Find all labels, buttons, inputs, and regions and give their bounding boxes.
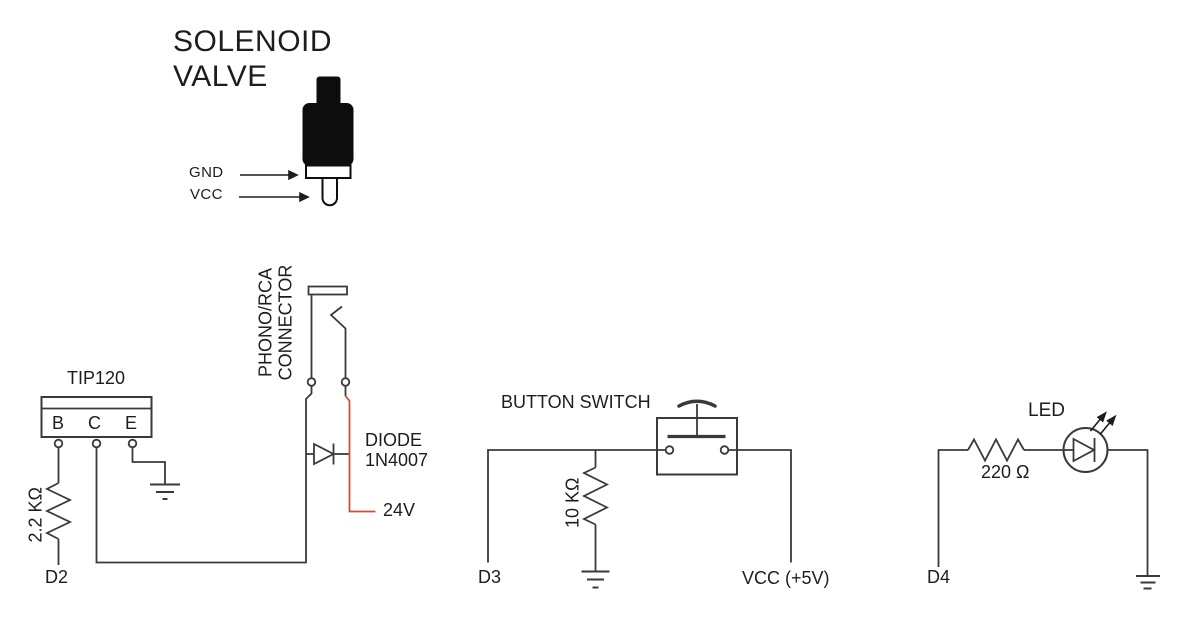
wire-emitter xyxy=(131,447,166,484)
gnd-arrow-icon xyxy=(288,169,299,181)
solenoid-title-line1: SOLENOID xyxy=(173,25,333,58)
switch-terminal-left xyxy=(664,445,675,455)
diode-label-line1: DIODE xyxy=(365,430,423,450)
wire-switch-to-vcc xyxy=(728,449,792,563)
gnd-terminal-label: GND xyxy=(189,164,224,181)
button-switch-symbol xyxy=(487,399,792,563)
rca-connector-label: PHONO/RCA CONNECTOR xyxy=(255,264,296,381)
wire-led-to-ground xyxy=(1107,449,1149,576)
tip120-part-label: TIP120 xyxy=(67,368,126,388)
diode-label-line2: 1N4007 xyxy=(365,449,429,470)
diode-triangle xyxy=(313,442,336,466)
ground-icon-led xyxy=(1136,575,1160,590)
emitter-branch xyxy=(131,447,180,500)
rca-terminal-right xyxy=(340,377,351,387)
switch-terminal-right xyxy=(719,445,730,455)
plug-body xyxy=(302,103,354,166)
pin-label-c: C xyxy=(88,413,101,433)
diode-1n4007-symbol xyxy=(306,442,350,466)
resistor-2k2-symbol xyxy=(44,482,73,540)
led-circuit-symbol xyxy=(937,411,1160,590)
pin-label-b: B xyxy=(52,413,65,433)
diode-part-label: DIODE 1N4007 xyxy=(365,430,429,470)
resistor-10k-label: 10 KΩ xyxy=(562,477,583,528)
rca-connector-symbol xyxy=(306,285,351,396)
net-label-24v: 24V xyxy=(383,500,416,520)
rca-terminal-left xyxy=(306,377,317,387)
resistor-10k-symbol xyxy=(581,466,610,526)
pulldown-branch xyxy=(581,450,610,589)
net-label-d4: D4 xyxy=(927,567,951,587)
resistor-220-symbol xyxy=(967,437,1025,463)
led-triangle xyxy=(1072,437,1096,463)
ground-icon-emitter xyxy=(150,483,180,500)
wire-collector-to-connector xyxy=(95,386,313,564)
plug-pointer-arrows xyxy=(239,169,310,203)
led-title: LED xyxy=(1028,400,1065,421)
base-branch xyxy=(44,447,73,565)
solenoid-plug-icon xyxy=(302,76,354,207)
net-label-vcc5v: VCC (+5V) xyxy=(742,568,830,588)
rca-label-line1: PHONO/RCA xyxy=(255,268,276,378)
resistor-2k2-label: 2.2 KΩ xyxy=(25,486,46,543)
net-label-d3: D3 xyxy=(478,567,502,587)
led-light-arrows-icon xyxy=(1089,411,1117,436)
ground-icon-pulldown xyxy=(581,570,610,589)
vcc-arrow-icon xyxy=(299,191,310,203)
pin-terminal-e xyxy=(127,438,138,449)
resistor-220-label: 220 Ω xyxy=(981,462,1030,482)
net-label-d2: D2 xyxy=(45,567,69,587)
wire-d3-to-switch xyxy=(487,449,666,563)
rca-tip-contact xyxy=(329,305,347,378)
plug-vcc-pin xyxy=(321,177,338,207)
tip120-symbol xyxy=(40,396,153,449)
vcc-terminal-label: VCC xyxy=(190,186,223,203)
wire-d4-to-resistor xyxy=(937,449,968,567)
switch-button-cap xyxy=(677,399,717,408)
solenoid-title-line2: VALVE xyxy=(173,60,268,93)
plug-top xyxy=(316,76,341,107)
pin-label-e: E xyxy=(125,413,138,433)
pin-terminal-c xyxy=(91,438,102,449)
tip120-package-outline xyxy=(40,396,153,438)
rca-sleeve-bar xyxy=(307,285,348,296)
pin-terminal-b xyxy=(53,438,64,449)
plug-gnd-band xyxy=(305,164,352,179)
wire-24v-supply xyxy=(344,395,376,513)
rca-label-line2: CONNECTOR xyxy=(275,264,295,381)
solenoid-valve-title: SOLENOID VALVE xyxy=(173,24,332,94)
button-switch-title: BUTTON SWITCH xyxy=(501,392,651,412)
